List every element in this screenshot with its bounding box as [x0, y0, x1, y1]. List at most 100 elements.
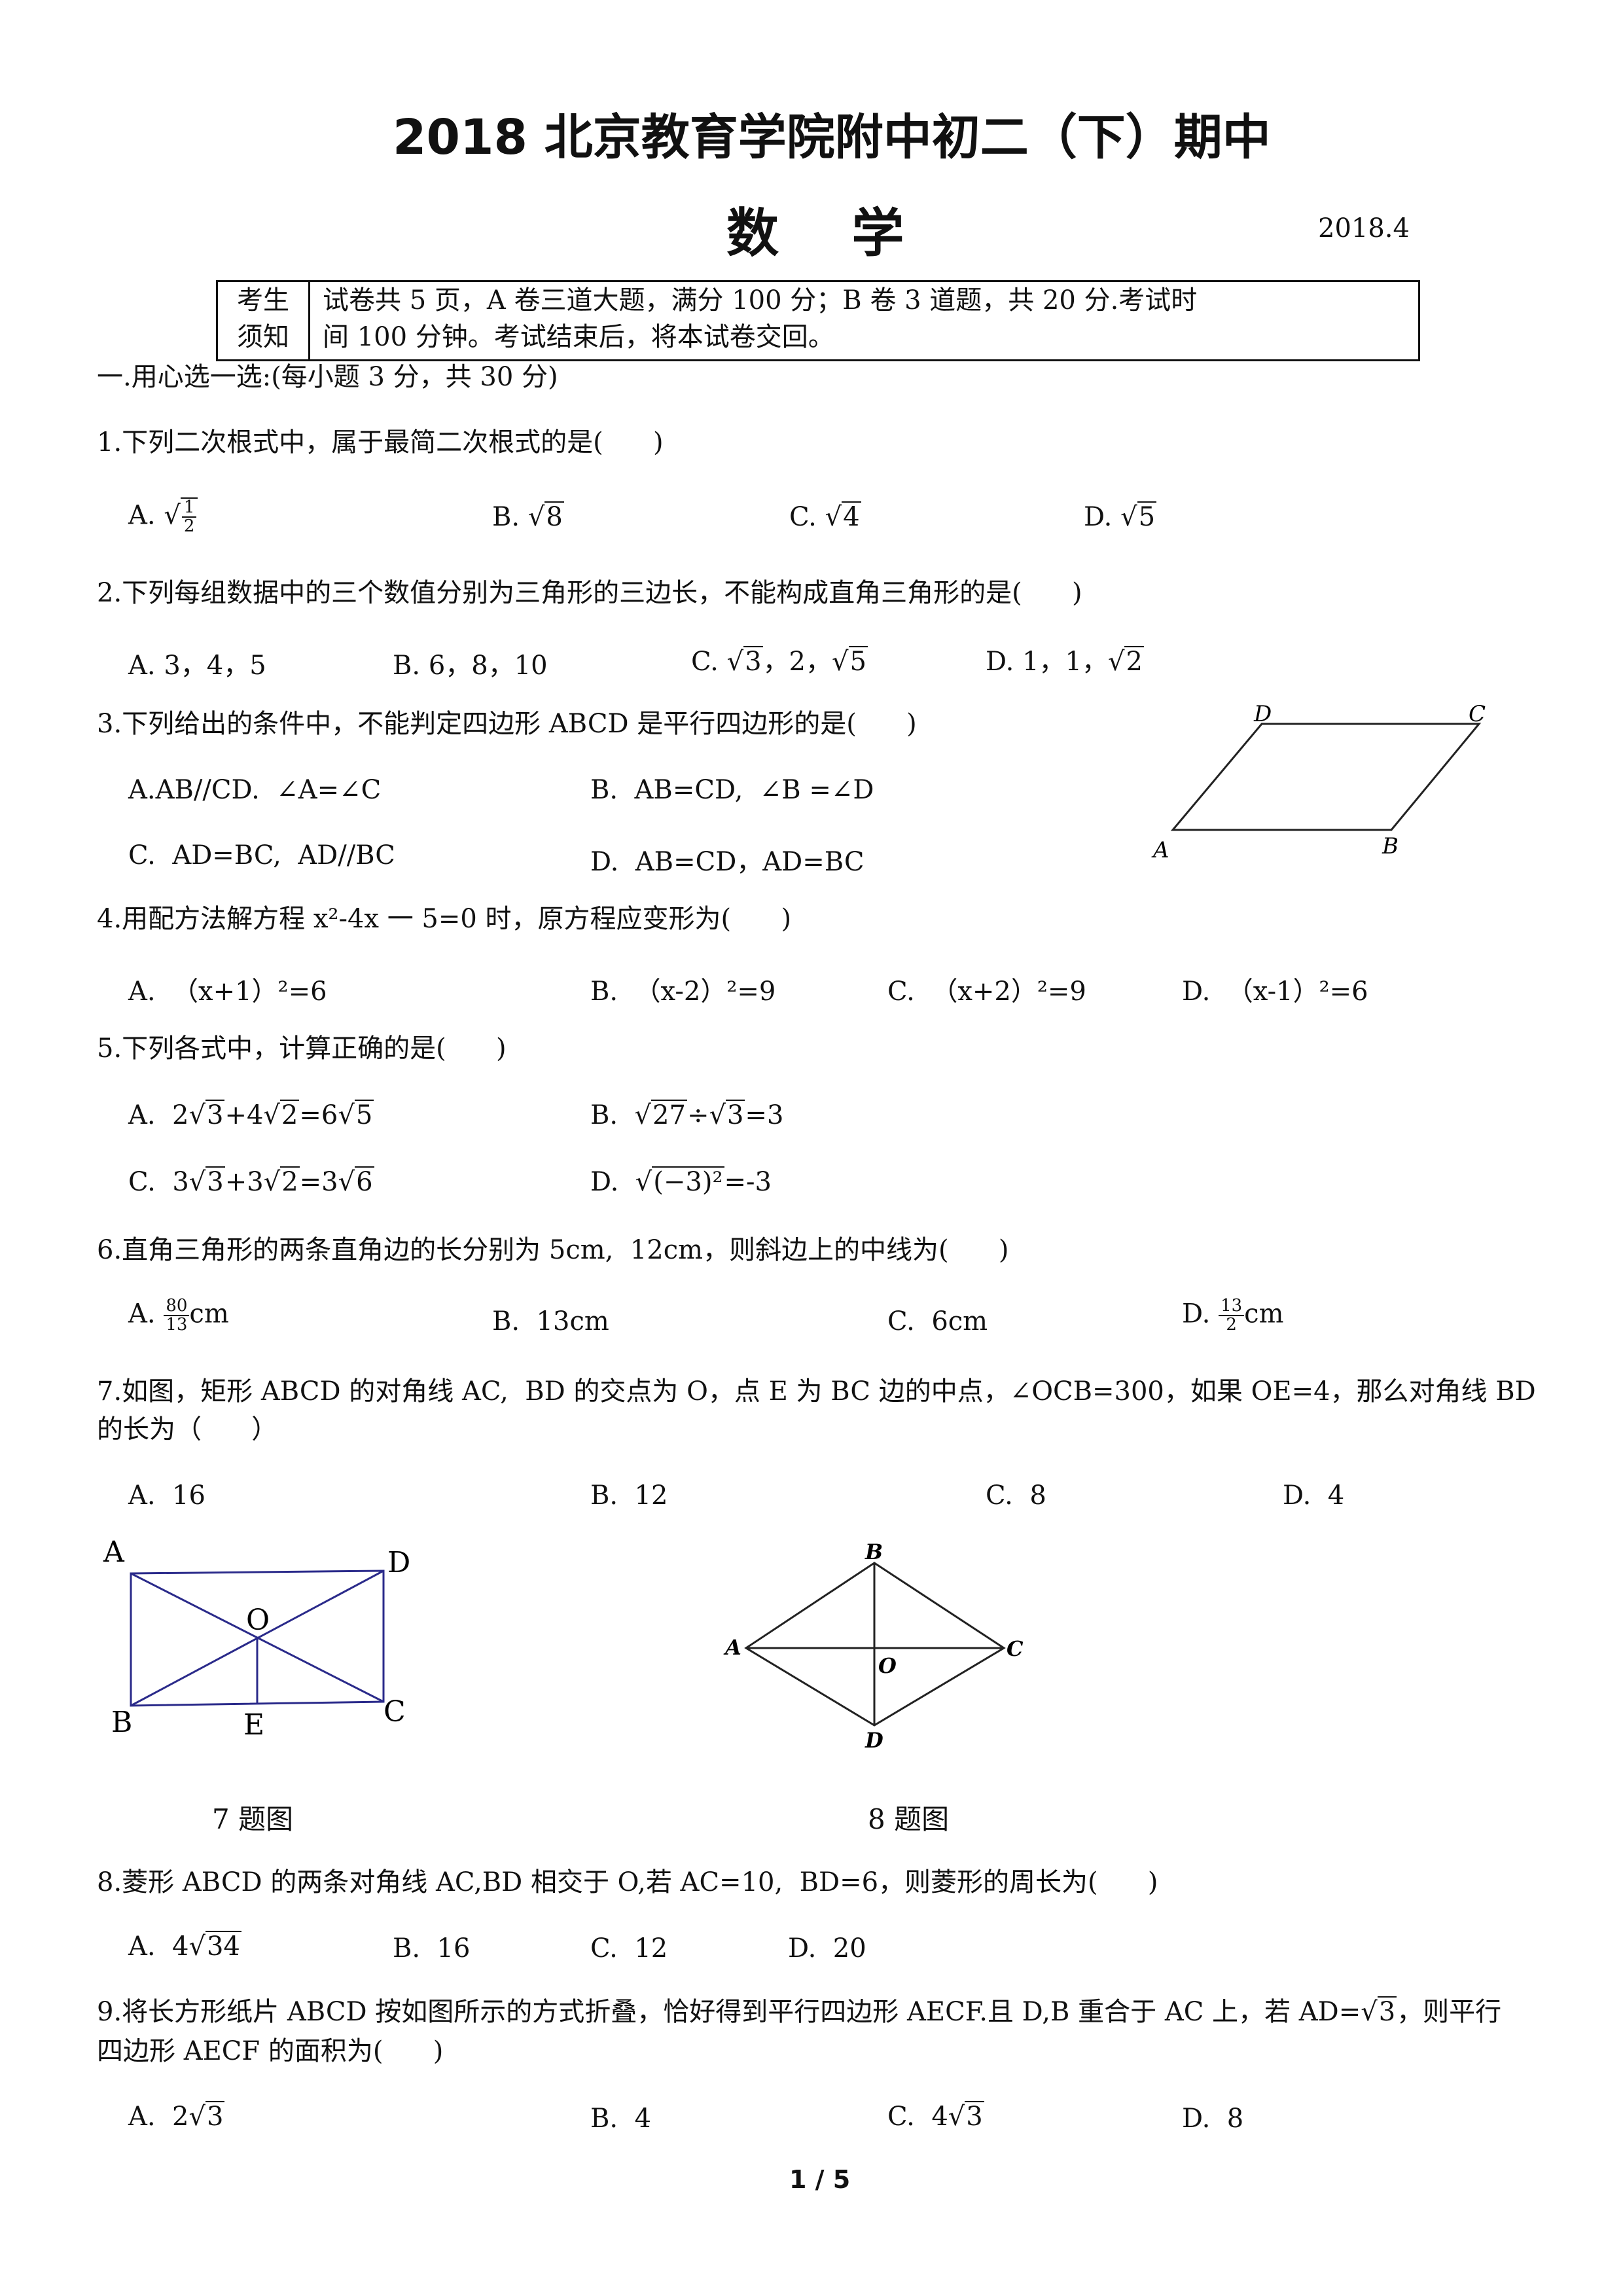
q5-a-rad3: 5	[354, 1100, 374, 1130]
notice-text-line2: 间 100 分钟。考试结束后，将本试卷交回。	[323, 322, 834, 352]
q3-option-b: B. AB=CD, ∠B =∠D	[590, 775, 874, 805]
q5-option-c: C. 3√3+3√2=3√6	[128, 1166, 374, 1197]
q5-option-b: B. √27÷√3=3	[590, 1100, 784, 1130]
q4-option-b: B. （x-2）²=9	[590, 977, 776, 1007]
question-1-stem: 1.下列二次根式中，属于最简二次根式的是( )	[97, 427, 664, 457]
q2-d-label: D. 1，1，	[986, 647, 1108, 677]
q9-option-c: C. 4√3	[887, 2101, 984, 2132]
q7-fig-label-c: C	[383, 1695, 406, 1729]
q9-option-d: D. 8	[1182, 2104, 1244, 2134]
q7-fig-label-o: O	[246, 1604, 270, 1637]
q1-d-label: D.	[1084, 502, 1113, 532]
q3-option-d: D. AB=CD，AD=BC	[590, 847, 865, 877]
q7-fig-label-d: D	[387, 1546, 410, 1579]
q9-a-rad: 3	[205, 2101, 225, 2132]
q8-fig-label-b: B	[865, 1539, 883, 1564]
q8-figure-caption: 8 题图	[868, 1803, 950, 1835]
q8-fig-label-c: C	[1007, 1636, 1024, 1661]
q8-a-pre: A. 4	[128, 1931, 189, 1962]
q7-rectangle-figure: A D O B E C	[103, 1535, 410, 1742]
q3-option-a: A.AB//CD. ∠A=∠C	[128, 775, 382, 805]
q3-fig-label-b: B	[1382, 833, 1399, 859]
q6-d-unit: cm	[1244, 1299, 1284, 1329]
q5-b-rad2: 3	[725, 1100, 745, 1130]
q2-c-rad2: 5	[848, 646, 868, 677]
q9-option-b: B. 4	[590, 2104, 651, 2134]
notice-text: 试卷共 5 页，A 卷三道大题，满分 100 分；B 卷 3 道题，共 20 分…	[323, 282, 1197, 355]
q5-a-mid: +4	[224, 1100, 264, 1130]
q9-a-pre: A. 2	[128, 2102, 189, 2132]
q8-fig-label-d: D	[865, 1728, 883, 1753]
question-9-stem-line2: 四边形 AECF 的面积为( )	[97, 2036, 444, 2066]
q5-option-d: D. √(−3)²=-3	[590, 1166, 772, 1197]
q7-fig-label-a: A	[103, 1535, 125, 1569]
q5-a-eq: =6	[299, 1100, 338, 1130]
notice-text-line1: 试卷共 5 页，A 卷三道大题，满分 100 分；B 卷 3 道题，共 20 分…	[323, 285, 1198, 315]
q1-d-radicand: 5	[1137, 501, 1157, 532]
q6-a-num: 80	[164, 1297, 190, 1317]
q6-a-unit: cm	[189, 1299, 229, 1329]
question-4-stem: 4.用配方法解方程 x²-4x 一 5=0 时，原方程应变形为( )	[97, 904, 792, 934]
q7-option-c: C. 8	[986, 1480, 1046, 1511]
question-8-stem: 8.菱形 ABCD 的两条对角线 AC,BD 相交于 O,若 AC=10, BD…	[97, 1867, 1158, 1897]
q6-d-num: 13	[1219, 1297, 1245, 1317]
q7-option-b: B. 12	[590, 1480, 668, 1511]
q5-c-rad1: 3	[205, 1166, 225, 1197]
q5-c-mid: +3	[224, 1167, 264, 1197]
q9-option-a: A. 2√3	[128, 2101, 225, 2132]
q8-fig-label-o: O	[878, 1653, 897, 1678]
q9-stem-rad: 3	[1377, 1996, 1397, 2027]
q2-option-d: D. 1，1，√2	[986, 646, 1144, 677]
question-9-stem-line1: 9.将长方形纸片 ABCD 按如图所示的方式折叠，恰好得到平行四边形 AECF.…	[97, 1996, 1502, 2027]
q1-c-radicand: 4	[842, 501, 861, 532]
q2-option-b: B. 6，8，10	[393, 651, 548, 681]
q5-a-rad2: 2	[279, 1100, 300, 1130]
question-2-stem: 2.下列每组数据中的三个数值分别为三角形的三边长，不能构成直角三角形的是( )	[97, 578, 1082, 608]
q5-c-eq: =3	[299, 1167, 338, 1197]
q2-c-rad1: 3	[743, 646, 763, 677]
q2-c-label: C.	[691, 647, 719, 677]
question-7-stem-line1: 7.如图，矩形 ABCD 的对角线 AC, BD 的交点为 O，点 E 为 BC…	[97, 1376, 1536, 1407]
q3-parallelogram-figure: D C A B	[1151, 701, 1486, 863]
section-heading: 一.用心选一选:(每小题 3 分，共 30 分)	[97, 362, 558, 392]
q1-option-b: B. √8	[492, 501, 564, 532]
question-3-stem: 3.下列给出的条件中，不能判定四边形 ABCD 是平行四边形的是( )	[97, 709, 917, 739]
q3-fig-label-c: C	[1469, 701, 1486, 727]
q1-option-c: C. √4	[789, 501, 861, 532]
q9-stem-pre: 9.将长方形纸片 ABCD 按如图所示的方式折叠，恰好得到平行四边形 AECF.…	[97, 1997, 1361, 2027]
q8-option-a: A. 4√34	[128, 1931, 241, 1962]
q2-option-a: A. 3，4，5	[128, 651, 266, 681]
subject-heading: 数 学	[726, 203, 904, 264]
q9-stem-post: ，则平行	[1397, 1997, 1502, 2027]
q5-option-a: A. 2√3+4√2=6√5	[128, 1100, 374, 1130]
q9-c-rad: 3	[965, 2101, 984, 2132]
q2-d-radicand: 2	[1124, 646, 1144, 677]
q1-b-label: B.	[492, 502, 520, 532]
q6-a-den: 13	[166, 1315, 188, 1335]
q7-fig-label-e: E	[243, 1708, 264, 1742]
q2-option-c: C. √3，2，√5	[691, 646, 868, 677]
q8-rhombus-figure: B A O C D	[723, 1539, 1024, 1753]
q4-option-d: D. （x-1）²=6	[1182, 977, 1368, 1007]
question-6-stem: 6.直角三角形的两条直角边的长分别为 5cm, 12cm，则斜边上的中线为( )	[97, 1235, 1009, 1265]
q4-option-a: A. （x+1）²=6	[128, 977, 327, 1007]
q5-c-rad3: 6	[355, 1166, 374, 1197]
q5-a-pre: A. 2	[128, 1100, 189, 1130]
exam-date: 2018.4	[1318, 213, 1410, 243]
q5-b-rad1: 27	[651, 1100, 687, 1130]
q6-option-c: C. 6cm	[887, 1306, 988, 1336]
sqrt-icon: √	[164, 500, 181, 531]
q8-option-b: B. 16	[393, 1933, 471, 1964]
question-7-stem-line2: 的长为（ ）	[97, 1414, 278, 1444]
q1-option-d: D. √5	[1084, 501, 1157, 532]
q8-fig-label-a: A	[723, 1635, 741, 1660]
q5-c-pre: C. 3	[128, 1167, 189, 1197]
q5-b-pre: B.	[590, 1100, 635, 1130]
q8-a-rad: 34	[205, 1931, 241, 1962]
q3-fig-label-a: A	[1151, 837, 1169, 863]
